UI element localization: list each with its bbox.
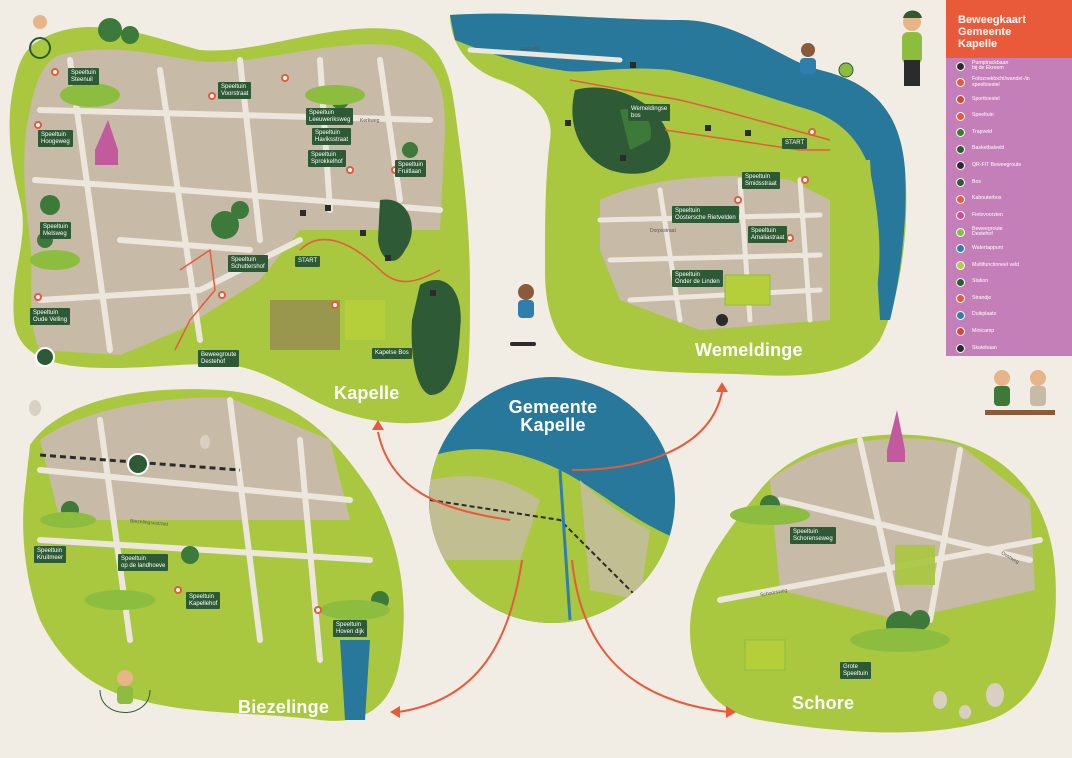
legend-item: Fotozoektocht/wandel-/in speeltoestel (946, 75, 1072, 92)
legend-item: Station (946, 274, 1072, 291)
place-tag: Speeltuin Smidsstraat (742, 172, 780, 189)
legend-item: Bos (946, 174, 1072, 191)
map-legend: Beweegkaart Gemeente Kapelle Pumptrackba… (946, 0, 1072, 356)
beach-icon (956, 294, 965, 304)
legend-item: Speeltuin (946, 108, 1072, 125)
legend-item-label: QR-FIT Beweegroute (972, 162, 1022, 169)
legend-item-label: Multifunctioneel veld (972, 261, 1020, 268)
gnome-forest-icon (956, 194, 965, 204)
skatepark-icon (956, 343, 965, 353)
dive-spot-icon (956, 310, 965, 320)
legend-item-label: Kabouterbos (972, 195, 1002, 202)
connector-arrows (377, 391, 729, 713)
place-tag: START (295, 256, 321, 267)
place-tag: Speeltuin Onder de Linden (672, 270, 723, 287)
legend-item-label: Minicamp (972, 328, 995, 334)
legend-item-label: Station (972, 278, 989, 285)
place-tag: Speeltuin Kruitmeer (34, 546, 67, 563)
legend-item-label: Speeltuin (972, 112, 994, 119)
municipality-overview-circle (429, 377, 675, 623)
place-tag: Speeltuin Amaliastraat (748, 226, 788, 243)
legend-item-label: Basketbalveld (972, 145, 1005, 152)
place-tag: START (782, 138, 808, 149)
legend-item: Strandje (946, 290, 1072, 307)
biezelinge-map (23, 389, 404, 721)
street-label: Dorpsstraat (650, 228, 676, 234)
legend-item: Beweegroute Destehof (946, 224, 1072, 241)
legend-title: Beweegkaart Gemeente Kapelle (946, 0, 1072, 58)
legend-item: Minicamp (946, 324, 1072, 341)
basketball-court-icon (956, 144, 965, 154)
place-tag: Speeltuin Haviksstraat (312, 128, 352, 145)
street-label: Kerkweg (360, 118, 380, 124)
town-label-center: Gemeente Kapelle (508, 397, 598, 435)
place-tag: Speeltuin Melsweg (40, 222, 72, 239)
place-tag: Speeltuin Sprokkelhof (308, 150, 346, 167)
legend-item-label: Watertappunt (972, 245, 1003, 252)
legend-item: Kabouterbos (946, 191, 1072, 208)
place-tag: Speeltuin Schuttershof (228, 255, 268, 272)
legend-item: Skatebaan (946, 340, 1072, 357)
legend-item-label: Sporttoestel (972, 95, 1000, 102)
forest-icon (956, 177, 965, 187)
station-icon (956, 277, 965, 287)
multi-field-icon (956, 260, 965, 270)
place-tag: Speeltuin Leeuweriksweg (306, 108, 354, 125)
legend-item: Basketbalveld (946, 141, 1072, 158)
wemeldinge-map (450, 13, 907, 376)
qr-fit-route-icon (956, 161, 965, 171)
place-tag: Speeltuin Fruitlaan (395, 160, 427, 177)
legend-item-label: Skatebaan (972, 344, 997, 351)
legend-item: QR-FIT Beweegroute (946, 158, 1072, 175)
legend-item-label: Bos (972, 178, 981, 185)
place-tag: Speeltuin Oude Velling (30, 308, 71, 325)
movement-route-icon (956, 227, 965, 237)
town-label-wemeldinge: Wemeldinge (695, 340, 803, 360)
legend-item-label: Duikplaats (972, 311, 997, 318)
place-tag: Speeltuin Kapellehof (186, 592, 221, 609)
legend-item: Watertappunt (946, 241, 1072, 258)
bike-facility-icon (956, 211, 965, 221)
place-tag: Grote Speeltuin (840, 662, 872, 679)
place-tag: Speeltuin Hoven dijk (333, 620, 368, 637)
legend-item-label: Pumptrackbaan bij de Ekreem (972, 59, 1009, 72)
legend-item: Pumptrackbaan bij de Ekreem (946, 58, 1072, 75)
place-tag: Speeltuin Schorenseweg (790, 527, 836, 544)
water-tap-icon (956, 244, 965, 254)
place-tag: Wemeldingse bos (628, 104, 671, 121)
town-label-kapelle: Kapelle (334, 383, 400, 403)
legend-item: Trapveld (946, 124, 1072, 141)
legend-item-label: Beweegroute Destehof (972, 225, 1003, 238)
place-tag: Speeltuin op de landhoeve (118, 554, 169, 571)
legend-item: Multifunctioneel veld (946, 257, 1072, 274)
sport-equipment-icon (956, 94, 965, 104)
rabbits (29, 400, 1004, 719)
place-tag: Beweegroute Destehof (198, 350, 240, 367)
place-tag: Speeltuin Voorstraat (218, 82, 252, 99)
legend-item: Sporttoestel (946, 91, 1072, 108)
legend-item-label: Trapveld (972, 128, 992, 135)
town-label-biezelinge: Biezelinge (238, 697, 330, 717)
schore-map (690, 410, 1056, 733)
characters (29, 10, 1055, 713)
legend-item-label: Fotozoektocht/wandel-/in speeltoestel (972, 76, 1030, 88)
place-tag: Speeltuin Oostersche Rietvelden (672, 206, 739, 223)
photo-route-icon (956, 78, 965, 88)
town-label-schore: Schore (792, 693, 855, 713)
minicamp-icon (956, 327, 965, 337)
pumptrack-icon (956, 61, 965, 71)
place-tag: Speeltuin Steenuil (68, 68, 100, 85)
legend-item: Fietsvoorzien (946, 207, 1072, 224)
playground-icon (956, 111, 965, 121)
place-tag: Kapelse Bos (372, 348, 412, 359)
legend-item-label: Fietsvoorzien (972, 211, 1003, 218)
place-tag: Speeltuin Hoogeweg (38, 130, 73, 147)
football-field-icon (956, 128, 965, 138)
legend-item: Duikplaats (946, 307, 1072, 324)
legend-item-label: Strandje (972, 294, 992, 301)
